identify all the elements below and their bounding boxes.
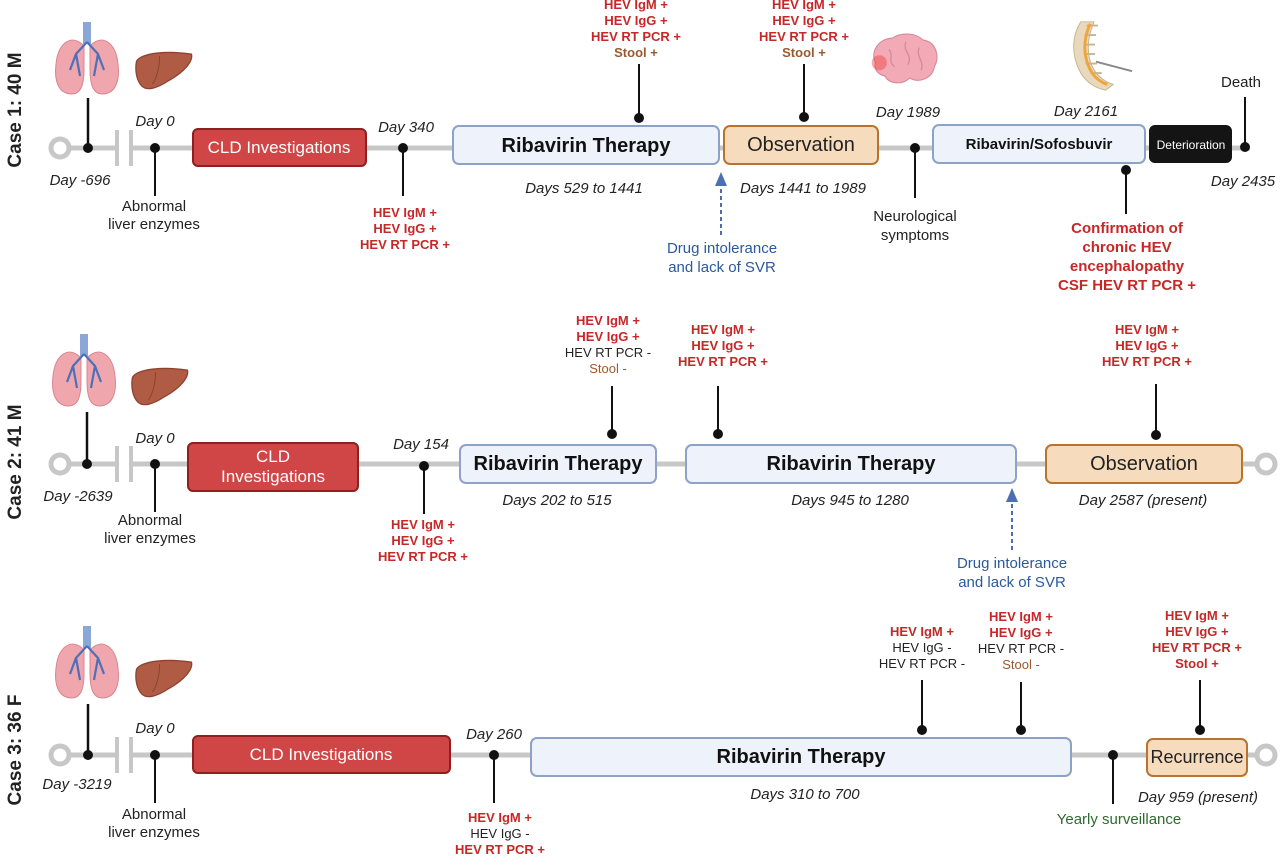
ribavirin-2-days-label: Days 945 to 1280 — [791, 492, 909, 509]
brain-icon — [871, 33, 938, 84]
ribavirin-therapy-1-box — [459, 444, 657, 484]
liver-icon — [135, 51, 193, 90]
lungs-icon — [54, 624, 120, 700]
ribavirin-therapy-2-box — [685, 444, 1017, 484]
lungs-icon — [54, 20, 120, 96]
lab-results-top-2: HEV IgM +HEV IgG +HEV RT PCR -Stool - — [978, 609, 1064, 672]
ribavirin-therapy-1-label: Ribavirin Therapy — [474, 453, 644, 475]
recurrence-days-label: Day 959 (present) — [1138, 789, 1258, 806]
recurrence-label: Recurrence — [1150, 747, 1243, 767]
lab-results-day-340: HEV IgM +HEV IgG +HEV RT PCR + — [360, 205, 450, 252]
day-end-label: Day 2435 — [1211, 173, 1276, 190]
ribavirin-sofosbuvir-label: Ribavirin/Sofosbuvir — [966, 136, 1113, 153]
day-154-label: Day 154 — [393, 436, 449, 453]
deterioration-box — [1149, 125, 1232, 163]
cld-investigations-box — [192, 735, 451, 774]
day-0-label: Day 0 — [135, 430, 175, 447]
cld-investigations-box — [187, 442, 359, 492]
deterioration-label: Deterioration — [1157, 138, 1226, 152]
day-0-label: Day 0 — [135, 720, 175, 737]
day-0-label: Day 0 — [135, 113, 175, 130]
liver-icon — [131, 367, 189, 406]
day-start-label: Day -3219 — [42, 776, 112, 793]
death-label: Death — [1221, 74, 1261, 91]
day-start-label: Day -2639 — [43, 488, 113, 505]
lab-results-top-3: HEV IgM +HEV IgG +HEV RT PCR + — [1102, 322, 1192, 369]
case-2-label: Case 2: 41 M — [5, 404, 26, 519]
lab-results-day-260: HEV IgM +HEV IgG -HEV RT PCR + — [455, 810, 545, 856]
recurrence-box — [1146, 738, 1248, 777]
timeline-start-marker — [48, 136, 72, 160]
observation-box — [1045, 444, 1243, 484]
lab-results-top-1: HEV IgM +HEV IgG -HEV RT PCR - — [879, 624, 965, 671]
spine-icon — [1072, 20, 1134, 92]
ribavirin-therapy-label: Ribavirin Therapy — [502, 135, 672, 157]
ribavirin-therapy-label: Ribavirin Therapy — [717, 746, 887, 768]
timeline-start-marker — [48, 743, 72, 767]
day-start-label: Day -696 — [50, 172, 112, 189]
timeline-end-marker — [1254, 452, 1278, 476]
ribavirin-sofosbuvir-box — [932, 124, 1146, 164]
cld-investigations-box — [192, 128, 367, 167]
observation-box — [723, 125, 879, 165]
observation-label: Observation — [1090, 453, 1198, 475]
lab-results-top-3: HEV IgM +HEV IgG +HEV RT PCR +Stool + — [1152, 608, 1242, 671]
observation-label: Observation — [747, 134, 855, 156]
observation-days-label: Day 2587 (present) — [1079, 492, 1207, 509]
lab-results-top-2: HEV IgM +HEV IgG +HEV RT PCR + — [678, 322, 768, 369]
timeline-end-marker — [1254, 743, 1278, 767]
ribavirin-therapy-box — [530, 737, 1072, 777]
day-1989-label: Day 1989 — [876, 104, 941, 121]
cld-investigations-label: CLD Investigations — [250, 745, 393, 764]
lab-results-top-2: HEV IgM +HEV IgG +HEV RT PCR +Stool + — [759, 0, 849, 60]
ribavirin-days-label: Days 310 to 700 — [750, 786, 860, 803]
day-260-label: Day 260 — [466, 726, 523, 743]
cld-investigations-label: CLD Investigations — [208, 138, 351, 157]
day-2161-label: Day 2161 — [1054, 103, 1118, 120]
observation-days-label: Days 1441 to 1989 — [740, 180, 867, 197]
lab-results-day-154: HEV IgM +HEV IgG +HEV RT PCR + — [378, 517, 468, 564]
lab-results-top-1: HEV IgM +HEV IgG +HEV RT PCR +Stool + — [591, 0, 681, 60]
lungs-icon — [51, 332, 117, 408]
ribavirin-1-days-label: Days 202 to 515 — [502, 492, 612, 509]
day-340-label: Day 340 — [378, 119, 435, 136]
ribavirin-therapy-2-label: Ribavirin Therapy — [767, 453, 937, 475]
ribavirin-days-label: Days 529 to 1441 — [525, 180, 643, 197]
liver-icon — [135, 659, 193, 698]
ribavirin-therapy-box — [452, 125, 720, 165]
case-1-label: Case 1: 40 M — [5, 52, 26, 167]
yearly-surveillance-label: Yearly surveillance — [1057, 811, 1182, 828]
timeline-start-marker — [48, 452, 72, 476]
lab-results-top-1: HEV IgM +HEV IgG +HEV RT PCR -Stool - — [565, 313, 651, 376]
case-3-label: Case 3: 36 F — [5, 695, 26, 806]
